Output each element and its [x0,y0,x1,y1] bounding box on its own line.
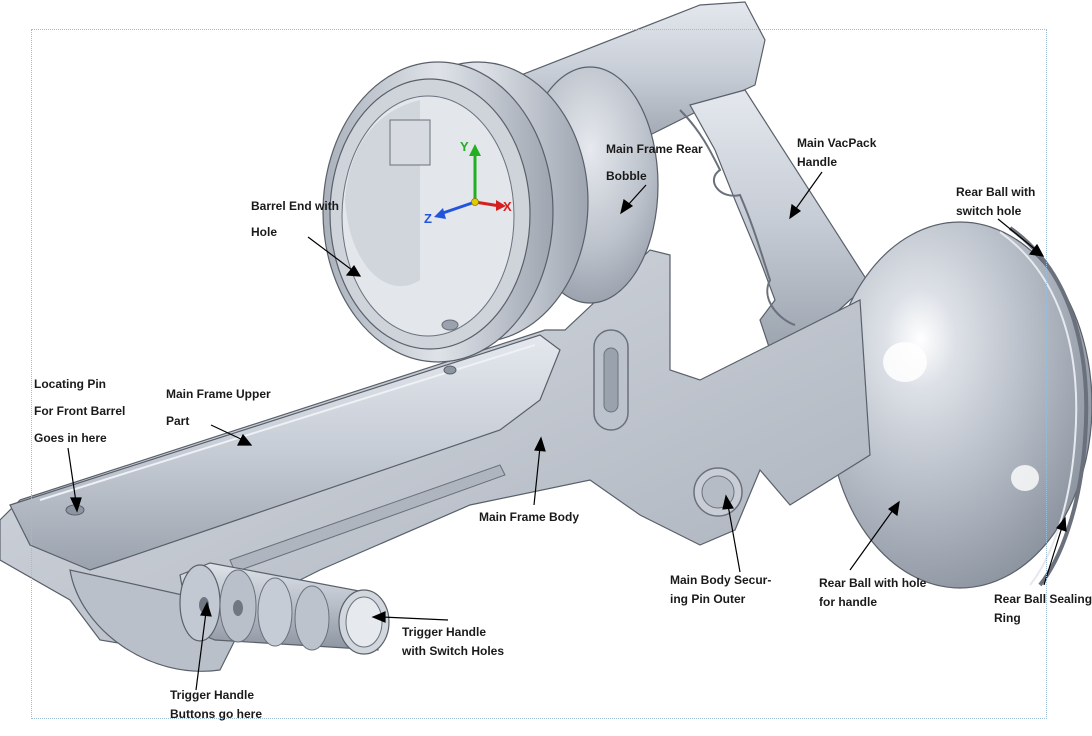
label-vacpack-handle: Main VacPack Handle [797,137,876,168]
main-frame-upper-part [9,334,561,571]
rear-ball [827,221,1092,589]
axis-triad: Y X Z [424,139,512,226]
label-line: Rear Ball Sealing [994,592,1092,606]
label-line: For Front Barrel [34,404,126,418]
label-line: Buttons go here [170,707,262,721]
label-line: Goes in here [34,431,107,445]
axis-z-label: Z [424,211,432,226]
label-line: Trigger Handle [170,688,255,702]
label-line: Barrel End with [251,199,340,213]
label-line: for handle [819,595,878,609]
label-line: Ring [994,611,1021,625]
label-line: with Switch Holes [402,644,505,658]
label-line: Main Frame Upper [166,387,271,401]
barrel-end [322,61,589,363]
label-locating-pin: Locating Pin For Front Barrel Goes in he… [34,378,125,444]
label-line: Handle [797,155,838,169]
label-line: Locating Pin [34,377,106,391]
label-line: Rear Ball with [956,185,1036,199]
axis-y-label: Y [460,139,469,154]
label-line: ing Pin Outer [670,592,746,606]
label-rear-ball-handle: Rear Ball with hole for handle [819,577,926,608]
label-line: Main Frame Rear [606,142,703,156]
label-line: Rear Ball with hole [819,576,927,590]
label-trigger-buttons: Trigger Handle Buttons go here [170,689,262,720]
label-line: Main Frame Body [479,510,580,524]
axis-x-label: X [503,199,512,214]
callout-arrows [67,171,1067,691]
label-rear-ball-switch: Rear Ball with switch hole [956,186,1035,217]
label-barrel-end: Barrel End with Hole [251,200,339,238]
trigger-handle [179,562,390,655]
label-line: switch hole [956,204,1022,218]
label-line: Main Body Secur- [670,573,772,587]
label-rear-bobble: Main Frame Rear Bobble [606,143,703,182]
label-line: Main VacPack [797,136,877,150]
label-sealing-ring: Rear Ball Sealing Ring [994,593,1092,624]
label-securing-pin: Main Body Secur- ing Pin Outer [670,574,771,605]
label-frame-body: Main Frame Body [479,511,579,523]
label-trigger-handle: Trigger Handle with Switch Holes [402,626,504,657]
label-line: Part [166,414,190,428]
label-upper-part: Main Frame Upper Part [166,388,271,427]
label-line: Hole [251,225,278,239]
label-line: Bobble [606,169,647,183]
label-line: Trigger Handle [402,625,487,639]
